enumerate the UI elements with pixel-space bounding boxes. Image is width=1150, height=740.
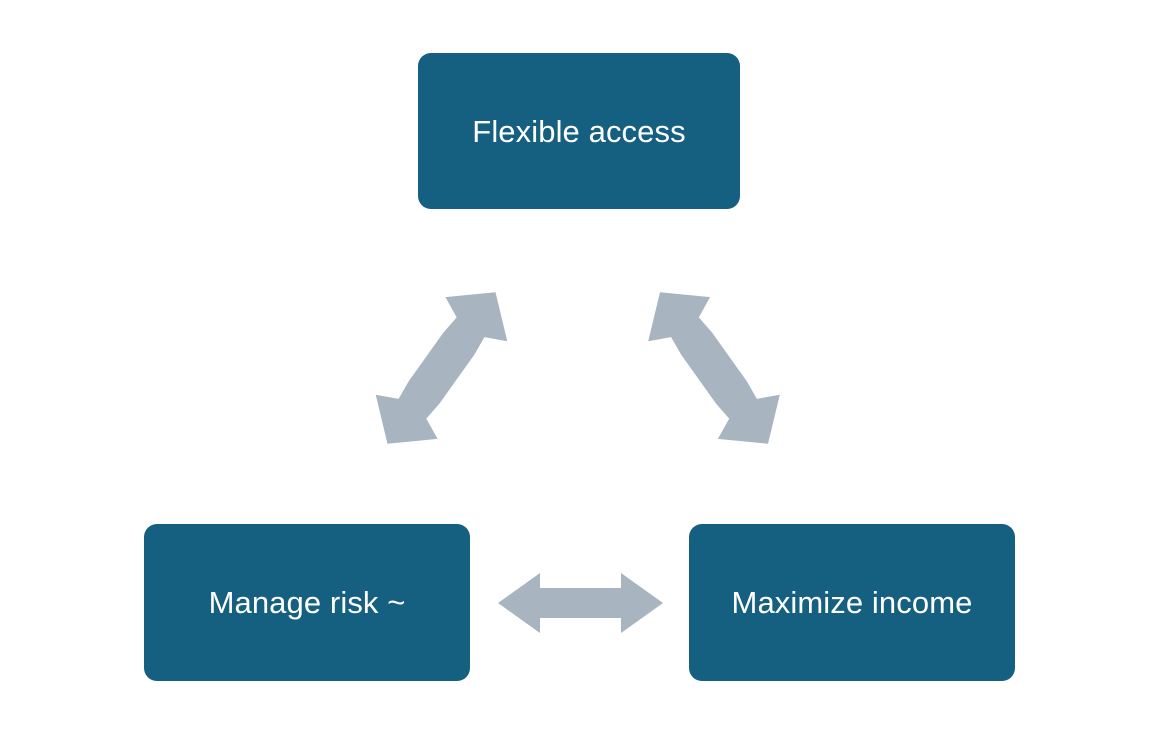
node-maximize-income-label: Maximize income xyxy=(731,585,973,620)
node-flexible-access-label: Flexible access xyxy=(472,113,686,149)
node-flexible-access[interactable]: Flexible access xyxy=(418,53,740,209)
node-manage-risk[interactable]: Manage risk ~ xyxy=(144,524,470,681)
arrow-bottom-horizontal[interactable] xyxy=(498,573,663,633)
arrow-left-diagonal[interactable] xyxy=(357,270,527,466)
node-maximize-income[interactable]: Maximize income xyxy=(689,524,1015,681)
node-manage-risk-label: Manage risk ~ xyxy=(208,585,406,620)
arrow-right-diagonal[interactable] xyxy=(629,270,799,466)
